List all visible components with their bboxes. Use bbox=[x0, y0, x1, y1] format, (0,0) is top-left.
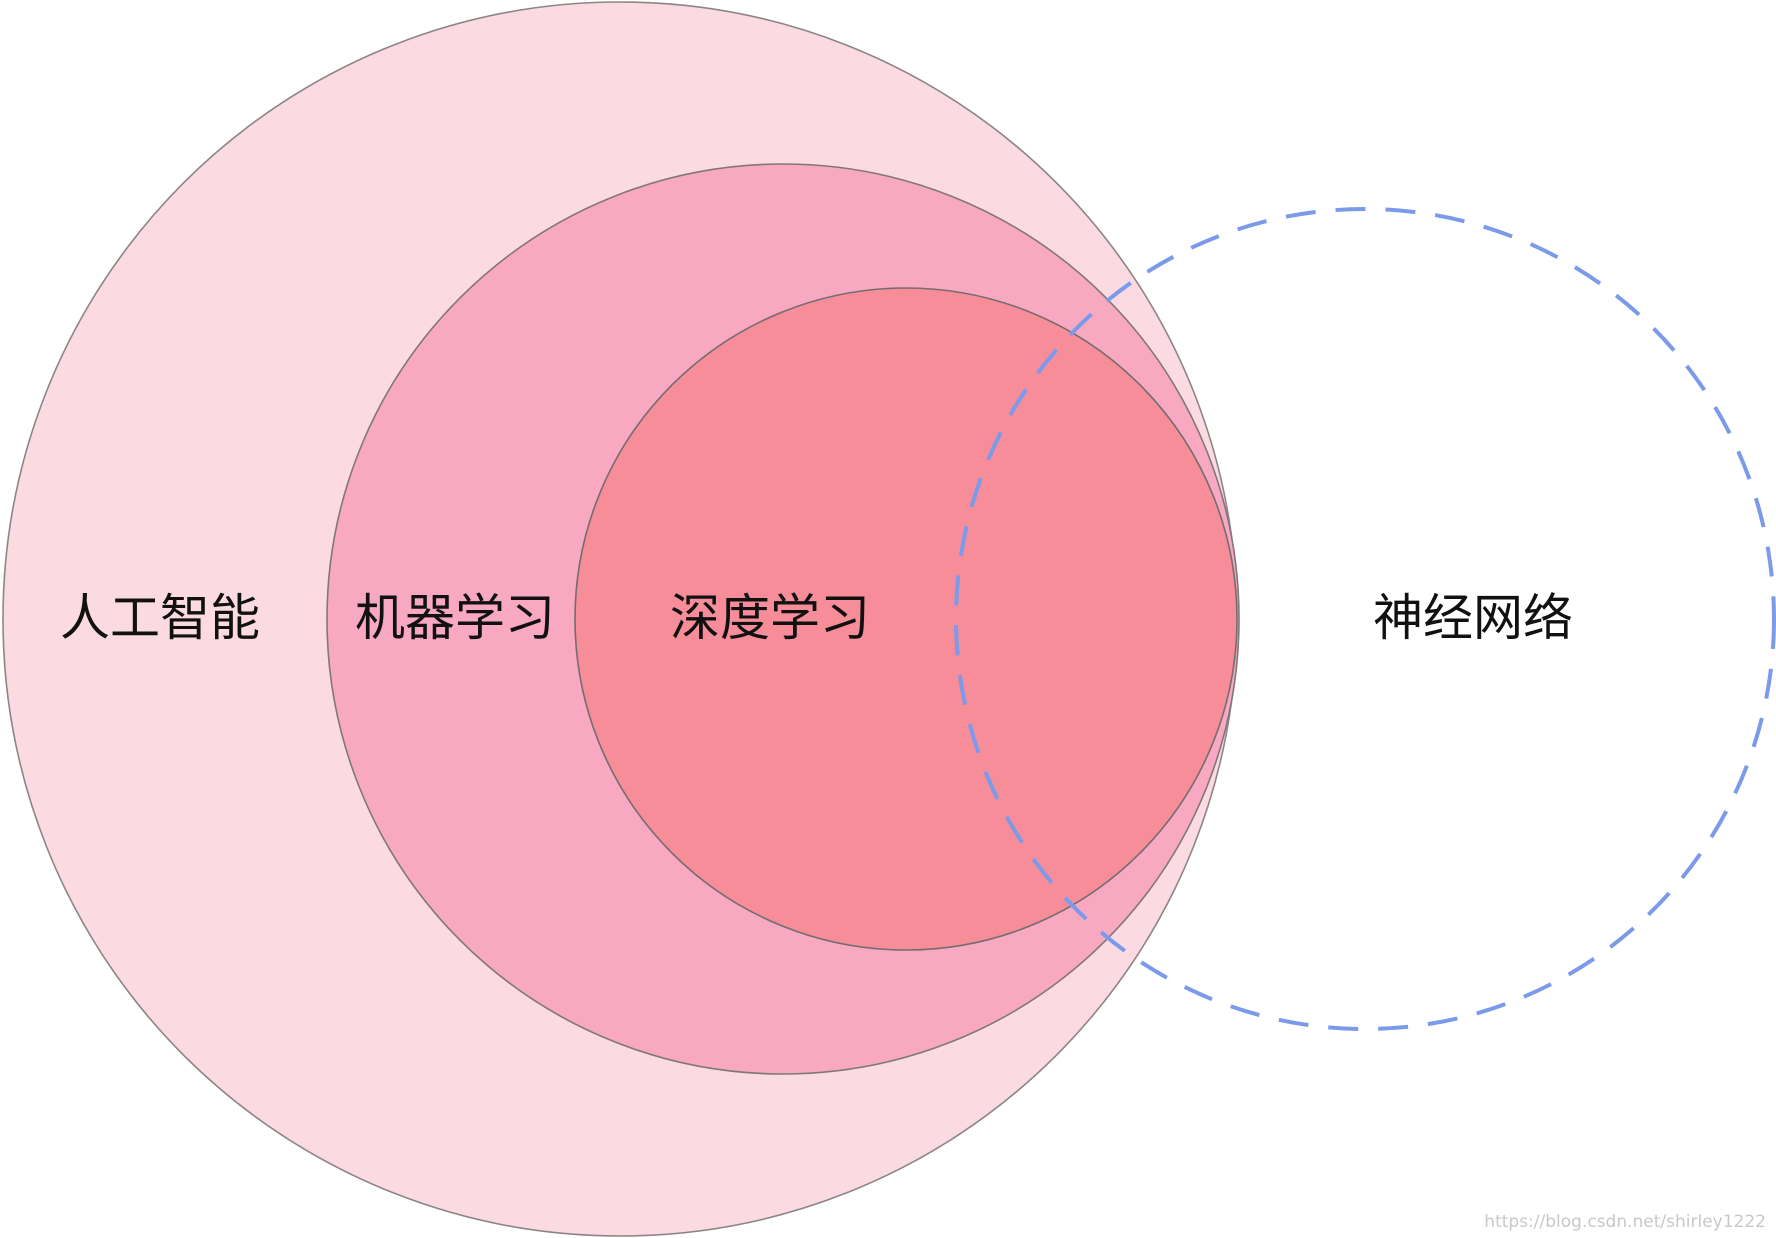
label-machine-learning: 机器学习 bbox=[355, 589, 555, 647]
circle-deep-learning bbox=[574, 287, 1238, 951]
label-deep-learning: 深度学习 bbox=[670, 589, 870, 647]
label-neural-network: 神经网络 bbox=[1373, 589, 1573, 647]
watermark: https://blog.csdn.net/shirley1222 bbox=[1484, 1212, 1766, 1232]
label-artificial-intelligence: 人工智能 bbox=[60, 589, 260, 647]
circle-neural-network bbox=[954, 207, 1776, 1031]
